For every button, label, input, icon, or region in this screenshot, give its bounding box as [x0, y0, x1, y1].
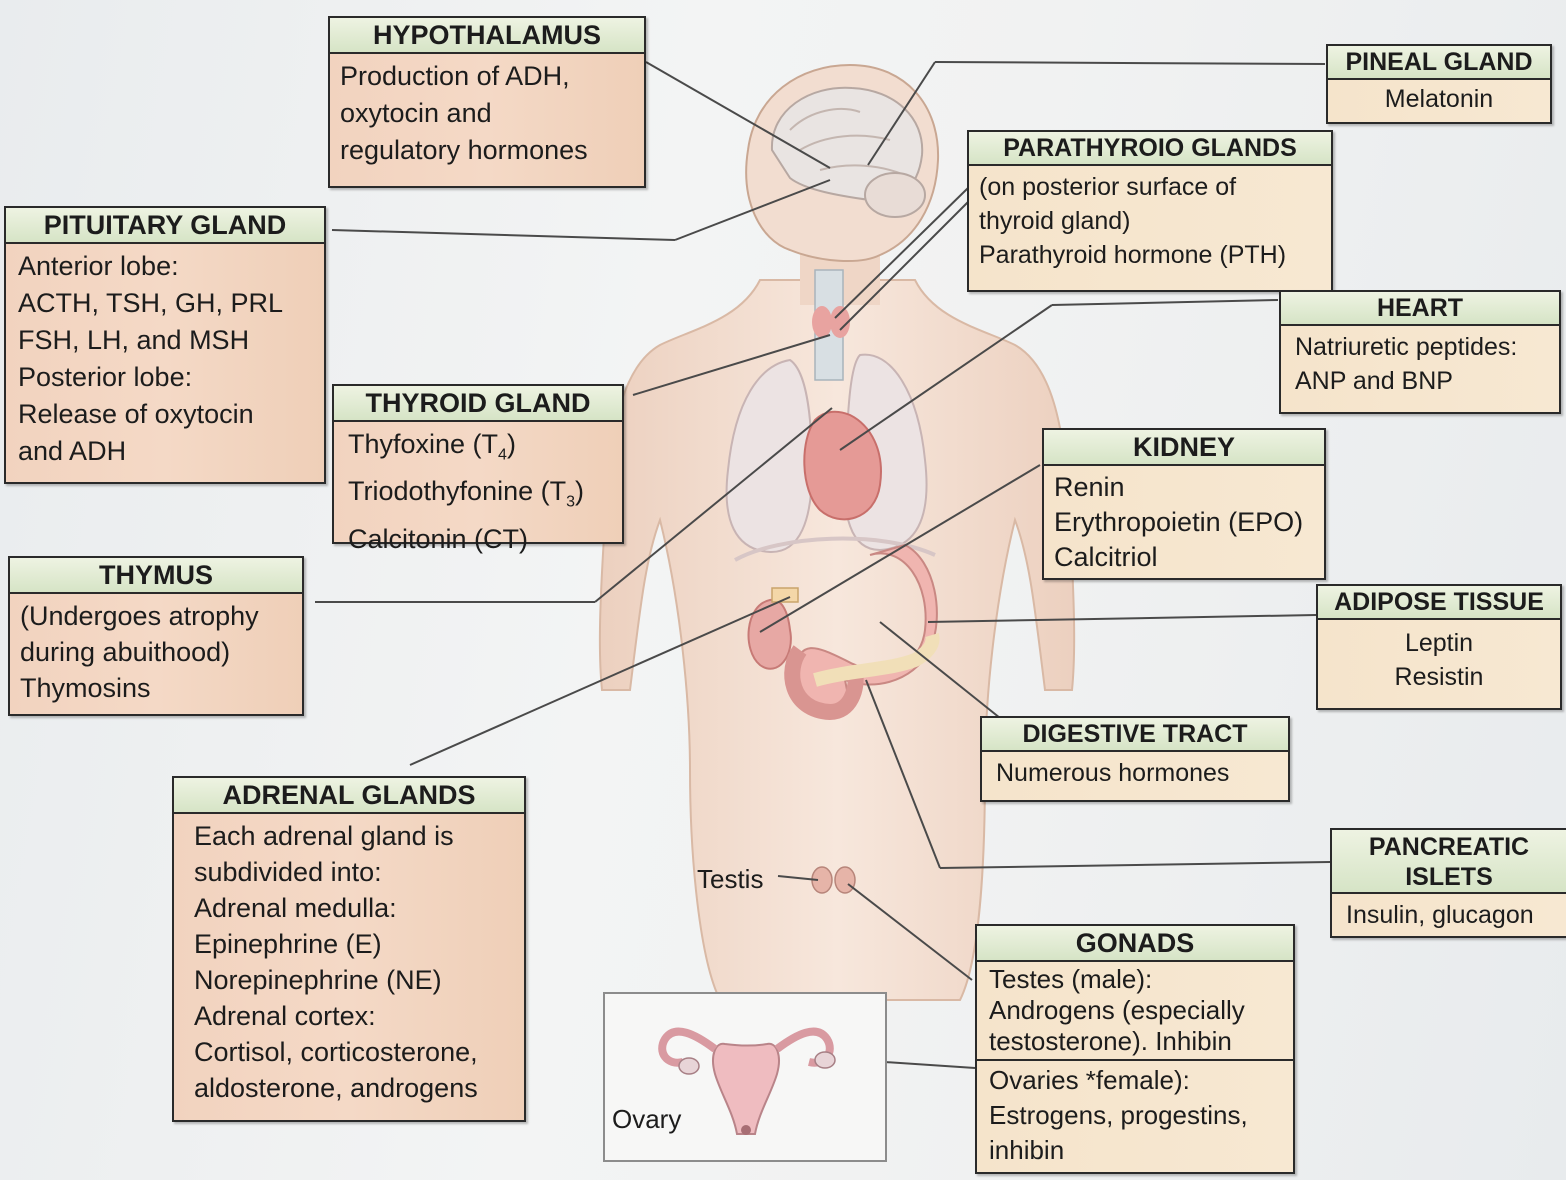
- heart-line: Natriuretic peptides:: [1295, 330, 1549, 364]
- adrenal-glands-box: ADRENAL GLANDS Each adrenal gland is sub…: [172, 776, 526, 1122]
- pineal-gland-line: Melatonin: [1338, 82, 1540, 116]
- ovary-inset-frame: [603, 992, 887, 1162]
- gonads-female-line: Estrogens, progestins,: [989, 1098, 1281, 1133]
- thymus-line: (Undergoes atrophy: [20, 598, 292, 634]
- gonads-female-section: Ovaries *female): Estrogens, progestins,…: [977, 1061, 1293, 1170]
- ovary-label: Ovary: [612, 1104, 681, 1135]
- adrenal-line: Epinephrine (E): [194, 926, 514, 962]
- adrenal-line: Norepinephrine (NE): [194, 962, 514, 998]
- digestive-line: Numerous hormones: [996, 756, 1278, 790]
- heart-title: HEART: [1281, 292, 1559, 326]
- adrenal-line: Adrenal cortex:: [194, 998, 514, 1034]
- kidney-title: KIDNEY: [1044, 430, 1324, 466]
- thyroid-line-t3: Triodothyfonine (T3): [348, 473, 612, 520]
- thymus-line: Thymosins: [20, 670, 292, 706]
- hypothalamus-line: Production of ADH,: [340, 58, 634, 95]
- gonads-male-section: Testes (male): Androgens (especially tes…: [977, 962, 1293, 1061]
- parathyroid-line: (on posterior surface of: [979, 170, 1321, 204]
- parathyroid-glands-title: PARATHYROIO GLANDS: [969, 132, 1331, 166]
- gonads-title: GONADS: [977, 926, 1293, 962]
- parathyroid-line: thyroid gland): [979, 204, 1321, 238]
- heart-line: ANP and BNP: [1295, 364, 1549, 398]
- gonads-female-line: inhibin: [989, 1133, 1281, 1168]
- pineal-gland-box: PINEAL GLAND Melatonin: [1326, 44, 1552, 124]
- cervix: [741, 1125, 751, 1135]
- adrenal-glands-title: ADRENAL GLANDS: [174, 778, 524, 814]
- pituitary-line: Anterior lobe:: [18, 248, 314, 285]
- adipose-line: Leptin: [1328, 626, 1550, 660]
- pancreatic-islets-box: PANCREATIC ISLETS Insulin, glucagon: [1330, 828, 1566, 938]
- adrenal-line: Adrenal medulla:: [194, 890, 514, 926]
- pituitary-line: Posterior lobe:: [18, 359, 314, 396]
- kidney-box: KIDNEY Renin Erythropoietin (EPO) Calcit…: [1042, 428, 1326, 580]
- gonads-male-line: testosterone). Inhibin: [989, 1026, 1281, 1057]
- adipose-tissue-title: ADIPOSE TISSUE: [1318, 586, 1560, 620]
- testis-right: [835, 867, 855, 893]
- pineal-gland-title: PINEAL GLAND: [1328, 46, 1550, 80]
- hypothalamus-box: HYPOTHALAMUS Production of ADH, oxytocin…: [328, 16, 646, 188]
- hypothalamus-title: HYPOTHALAMUS: [330, 18, 644, 54]
- digestive-tract-title: DIGESTIVE TRACT: [982, 718, 1288, 752]
- uterus-organ: [713, 1044, 779, 1134]
- pituitary-line: and ADH: [18, 433, 314, 470]
- adrenal-line: Each adrenal gland is: [194, 818, 514, 854]
- pituitary-line: ACTH, TSH, GH, PRL: [18, 285, 314, 322]
- cerebellum: [865, 173, 925, 217]
- pancreatic-islets-title: PANCREATIC ISLETS: [1332, 830, 1566, 894]
- gonads-male-line: Testes (male):: [989, 964, 1281, 995]
- pituitary-line: Release of oxytocin: [18, 396, 314, 433]
- digestive-tract-box: DIGESTIVE TRACT Numerous hormones: [980, 716, 1290, 802]
- adrenal-line: aldosterone, androgens: [194, 1070, 514, 1106]
- hypothalamus-line: regulatory hormones: [340, 132, 634, 169]
- ovary-right: [815, 1052, 835, 1068]
- gonads-male-line: Androgens (especially: [989, 995, 1281, 1026]
- heart-box: HEART Natriuretic peptides: ANP and BNP: [1279, 290, 1561, 414]
- thyroid-gland-box: THYROID GLAND Thyfoxine (T4) Triodothyfo…: [332, 384, 624, 544]
- kidney-line: Renin: [1054, 470, 1314, 505]
- uterus-illustration: [605, 994, 885, 1160]
- pituitary-line: FSH, LH, and MSH: [18, 322, 314, 359]
- hypothalamus-line: oxytocin and: [340, 95, 634, 132]
- thyroid-gland-title: THYROID GLAND: [334, 386, 622, 422]
- torso-silhouette: [600, 280, 1074, 1000]
- testis-label: Testis: [697, 864, 763, 895]
- kidney-line: Erythropoietin (EPO): [1054, 505, 1314, 540]
- parathyroid-line: Parathyroid hormone (PTH): [979, 238, 1321, 272]
- adipose-line: Resistin: [1328, 660, 1550, 694]
- thymus-title: THYMUS: [10, 558, 302, 594]
- adrenal-line: subdivided into:: [194, 854, 514, 890]
- pituitary-gland-title: PITUITARY GLAND: [6, 208, 324, 244]
- gonads-female-line: Ovaries *female):: [989, 1063, 1281, 1098]
- thymus-line: during abuithood): [20, 634, 292, 670]
- adrenal-line: Cortisol, corticosterone,: [194, 1034, 514, 1070]
- ovary-left: [679, 1058, 699, 1074]
- gonads-box: GONADS Testes (male): Androgens (especia…: [975, 924, 1295, 1174]
- thymus-box: THYMUS (Undergoes atrophy during abuitho…: [8, 556, 304, 716]
- thyroid-lobe-left: [812, 306, 832, 338]
- pituitary-gland-box: PITUITARY GLAND Anterior lobe: ACTH, TSH…: [4, 206, 326, 484]
- adipose-tissue-box: ADIPOSE TISSUE Leptin Resistin: [1316, 584, 1562, 710]
- thyroid-line-ct: Calcitonin (CT): [348, 521, 612, 558]
- pancreatic-line: Insulin, glucagon: [1346, 898, 1556, 932]
- kidney-organ: [749, 600, 791, 669]
- thyroid-line-t4: Thyfoxine (T4): [348, 426, 612, 473]
- parathyroid-glands-box: PARATHYROIO GLANDS (on posterior surface…: [967, 130, 1333, 292]
- kidney-line: Calcitriol: [1054, 540, 1314, 575]
